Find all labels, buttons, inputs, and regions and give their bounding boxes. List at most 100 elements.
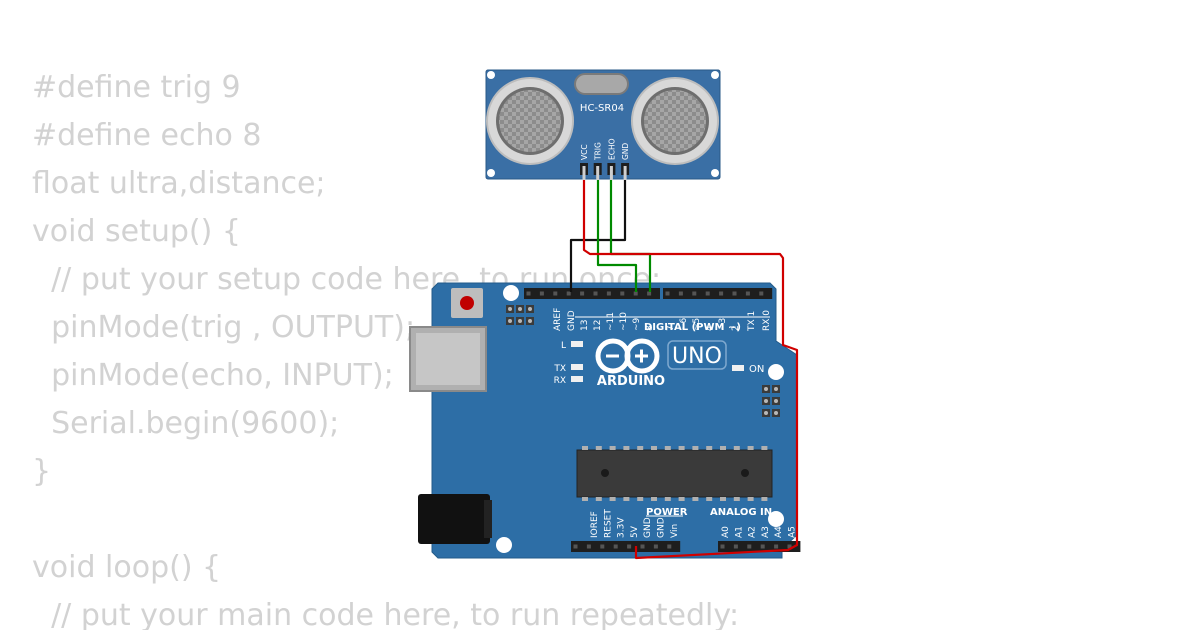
header-pin[interactable] xyxy=(586,544,591,549)
sensor-pin-label: ECHO xyxy=(607,138,616,160)
sensor-pin[interactable] xyxy=(623,166,627,180)
header-pin[interactable] xyxy=(526,291,531,296)
svg-text:TX: TX xyxy=(553,364,566,374)
pin-label: A3 xyxy=(761,526,771,538)
header-pin[interactable] xyxy=(745,291,750,296)
sensor-pin-label: TRIG xyxy=(594,142,603,161)
pin-label: 8 xyxy=(645,325,655,331)
pin-label: A5 xyxy=(788,526,798,538)
code-line: pinMode(trig , OUTPUT); xyxy=(32,310,416,345)
code-line: #define trig 9 xyxy=(32,70,241,105)
digital-header-right[interactable] xyxy=(663,288,773,299)
code-line: void setup() { xyxy=(32,214,241,249)
header-pin[interactable] xyxy=(553,291,558,296)
header-pin[interactable] xyxy=(633,291,638,296)
sensor-model-label: HC-SR04 xyxy=(580,103,624,114)
digital-header-left[interactable] xyxy=(524,288,660,299)
header-pin[interactable] xyxy=(566,291,571,296)
svg-text:L: L xyxy=(561,341,566,351)
pin-label: 3.3V xyxy=(617,517,627,538)
led-l: L xyxy=(561,341,583,351)
wires[interactable] xyxy=(569,180,799,560)
led-tx: TX xyxy=(553,364,583,374)
header-pin[interactable] xyxy=(606,291,611,296)
pin-label: A2 xyxy=(748,526,758,538)
header-pin[interactable] xyxy=(665,291,670,296)
header-pin[interactable] xyxy=(732,291,737,296)
header-pin[interactable] xyxy=(539,291,544,296)
header-pin[interactable] xyxy=(613,544,618,549)
header-pin[interactable] xyxy=(692,291,697,296)
pin-label: 5V xyxy=(630,525,640,538)
code-line: } xyxy=(32,454,52,489)
reset-button[interactable] xyxy=(451,288,483,318)
header-pin[interactable] xyxy=(640,544,645,549)
header-pin[interactable] xyxy=(760,544,765,549)
sensor-mount-hole xyxy=(487,169,495,177)
pin-label: 2 xyxy=(731,325,741,331)
sensor-pin[interactable] xyxy=(609,166,613,180)
pin-label: 13 xyxy=(580,320,590,331)
arduino-logo-icon xyxy=(595,338,660,374)
pin-label: IOREF xyxy=(590,511,600,538)
sensor-mount-hole xyxy=(711,71,719,79)
header-pin[interactable] xyxy=(580,291,585,296)
led-rx: RX xyxy=(554,376,583,386)
sensor-pin[interactable] xyxy=(596,166,600,180)
header-pin[interactable] xyxy=(593,291,598,296)
pin-label: ~5 xyxy=(692,318,702,331)
header-pin[interactable] xyxy=(720,544,725,549)
sensor-pin-header[interactable] xyxy=(580,163,630,180)
code-line: Serial.begin(9600); xyxy=(32,406,340,441)
header-pin[interactable] xyxy=(647,291,652,296)
power-header[interactable] xyxy=(571,541,681,552)
header-pin[interactable] xyxy=(600,544,605,549)
header-pin[interactable] xyxy=(627,544,632,549)
pin-label: A4 xyxy=(774,526,784,538)
wire-vcc[interactable] xyxy=(582,180,799,560)
header-pin[interactable] xyxy=(759,291,764,296)
power-header-title: POWER xyxy=(646,507,688,518)
header-pin[interactable] xyxy=(787,544,792,549)
header-pin[interactable] xyxy=(733,544,738,549)
sensor-pin[interactable] xyxy=(582,166,586,180)
pin-label: GND xyxy=(567,310,577,331)
sensor-pin-label: VCC xyxy=(580,144,589,160)
pin-label: ~9 xyxy=(632,317,642,331)
icsp-header xyxy=(506,305,534,325)
code-line: pinMode(echo, INPUT); xyxy=(32,358,394,393)
wire-echo[interactable] xyxy=(609,180,652,292)
pin-label: AREF xyxy=(553,308,563,331)
header-pin[interactable] xyxy=(667,544,672,549)
header-pin[interactable] xyxy=(620,291,625,296)
header-pin[interactable] xyxy=(719,291,724,296)
pin-label: TX 1 xyxy=(747,311,757,332)
header-pin[interactable] xyxy=(653,544,658,549)
header-pin[interactable] xyxy=(774,544,779,549)
pin-label: ~11 xyxy=(606,312,616,331)
icsp-header-right xyxy=(762,385,780,417)
mounting-hole xyxy=(496,537,512,553)
wire-trig[interactable] xyxy=(596,180,638,292)
header-pin[interactable] xyxy=(747,544,752,549)
led-on: ON xyxy=(732,364,764,375)
crystal-oscillator xyxy=(574,73,629,95)
digital-header-title: DIGITAL (PWM ~) xyxy=(644,322,741,333)
arduino-uno-board[interactable]: ARDUINO UNO L TX RX ON xyxy=(409,282,801,559)
power-jack xyxy=(418,494,492,544)
header-pin[interactable] xyxy=(705,291,710,296)
header-pin[interactable] xyxy=(573,544,578,549)
pin-label: Vin xyxy=(670,524,680,538)
header-pin[interactable] xyxy=(678,291,683,296)
analog-header[interactable] xyxy=(718,541,801,552)
pin-label: 12 xyxy=(593,320,603,331)
mounting-hole xyxy=(768,511,784,527)
